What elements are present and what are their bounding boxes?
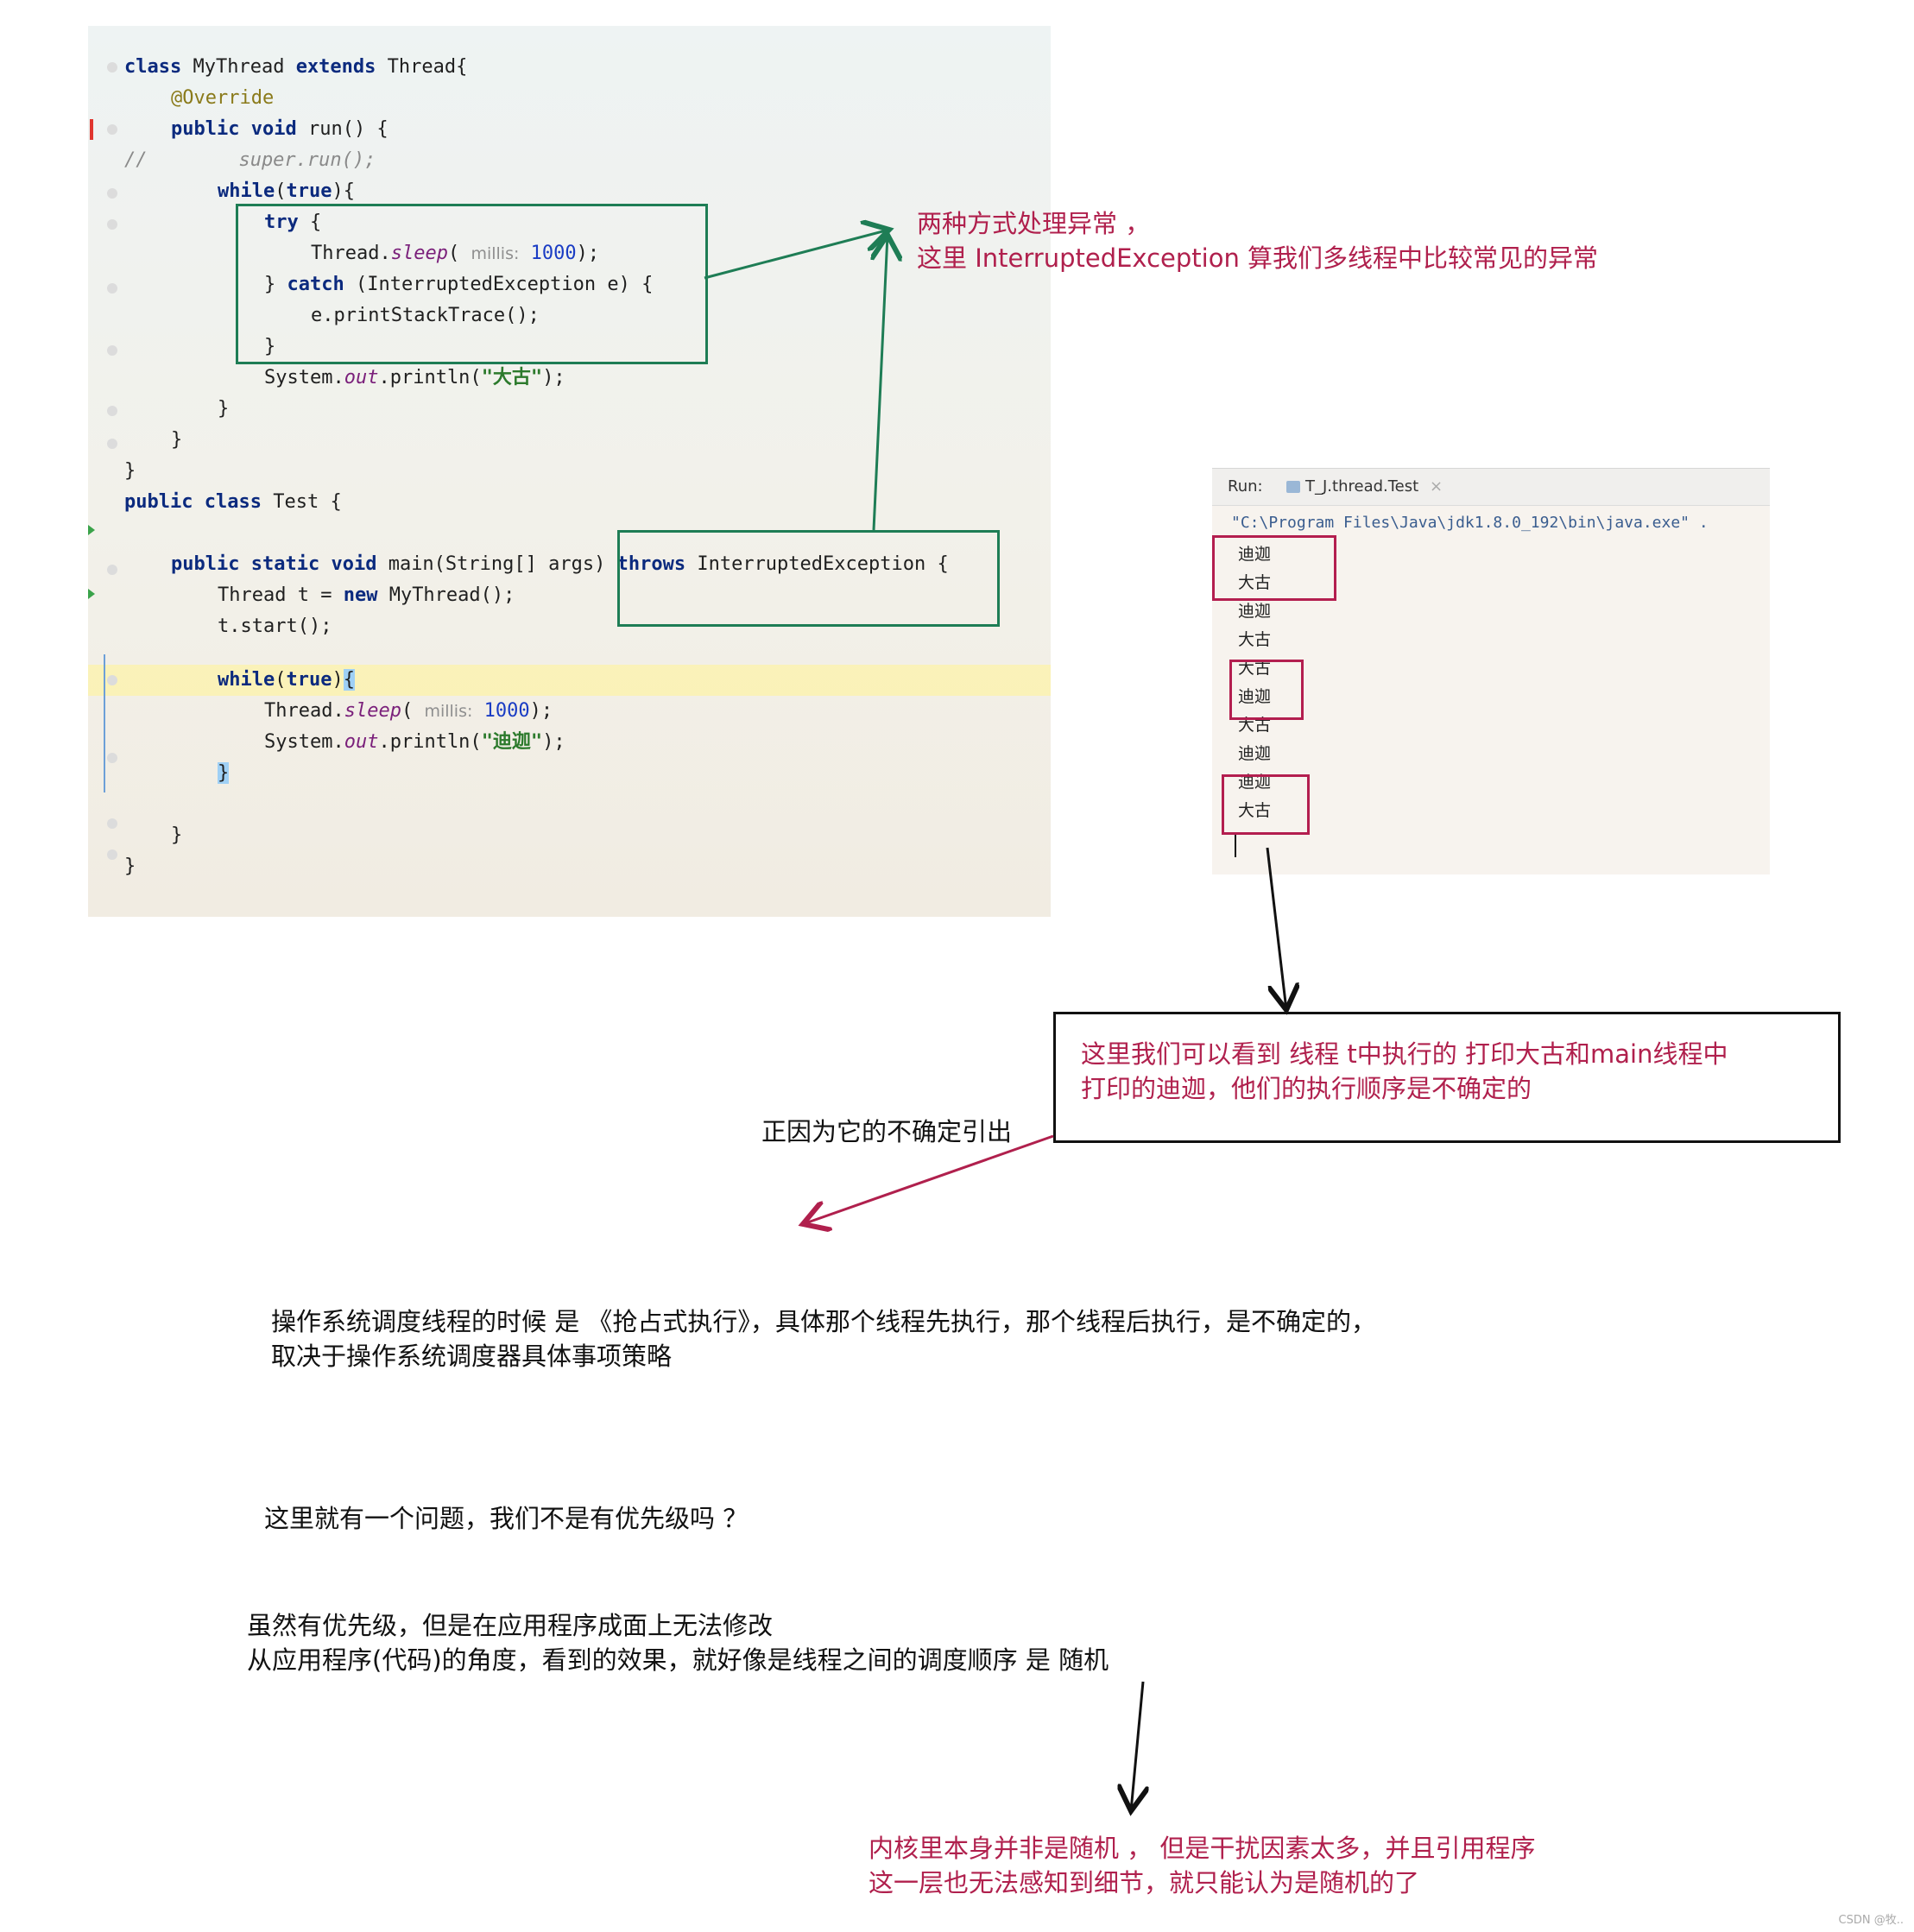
fold-marker-icon[interactable] (107, 406, 117, 416)
output-pair-box-3 (1222, 774, 1310, 835)
code-line-14: } (124, 460, 136, 482)
arrow-output-to-box (1266, 847, 1286, 1010)
run-output-line: 大古 (1238, 630, 1272, 649)
arrow-throws-to-note (874, 235, 888, 531)
output-pair-box-1 (1212, 535, 1336, 601)
question-note: 这里就有一个问题，我们不是有优先级吗 ？ (264, 1504, 749, 1533)
arrow-try-to-note (704, 230, 889, 280)
code-line-7: Thread.sleep( millis: 1000); (311, 243, 600, 264)
run-class-icon[interactable] (88, 525, 95, 535)
fold-marker-icon[interactable] (107, 675, 117, 685)
output-pair-box-2 (1229, 660, 1304, 720)
run-output-line: 迪迦 (1238, 773, 1272, 792)
run-label: Run: (1228, 477, 1263, 496)
exception-note-line1: 两种方式处理异常 ， (917, 209, 1151, 238)
code-line-11: System.out.println("大古"); (264, 367, 565, 388)
priority-note-line1: 虽然有优先级，但是在应用程序成面上无法修改 (247, 1611, 774, 1640)
code-line-23: } (171, 824, 183, 846)
fold-marker-icon[interactable] (107, 818, 117, 829)
code-line-21: System.out.println("迪迦"); (264, 731, 565, 753)
order-note-line2: 打印的迪迦，他们的执行顺序是不确定的 (1081, 1074, 1532, 1103)
order-note-line1: 这里我们可以看到 线程 t中执行的 打印大古和main线程中 (1081, 1039, 1728, 1069)
run-config-icon (1286, 481, 1300, 493)
run-output-line: 大古 (1238, 801, 1272, 820)
code-line-6: try { (264, 212, 322, 233)
run-output-line: 大古 (1238, 573, 1272, 592)
run-output-line: 迪迦 (1238, 545, 1272, 564)
order-note-box (1053, 1012, 1841, 1143)
run-output-line: 迪迦 (1238, 744, 1272, 763)
kernel-note-line2: 这一层也无法感知到细节，就只能认为是随机的了 (869, 1868, 1420, 1897)
run-main-icon[interactable] (88, 589, 95, 599)
arrow-box-to-preempt (803, 1134, 1054, 1224)
code-line-8: } catch (InterruptedException e) { (264, 274, 654, 295)
text-cursor (1235, 835, 1236, 857)
scope-indicator-bar (104, 654, 105, 792)
run-output-line: 大古 (1238, 716, 1272, 735)
fold-marker-icon[interactable] (107, 62, 117, 73)
code-line-1: class MyThread extends Thread{ (124, 56, 468, 78)
run-output-line: 迪迦 (1238, 687, 1272, 706)
kernel-note-line1: 内核里本身并非是随机 ， 但是干扰因素太多，并且引用程序 (869, 1834, 1536, 1863)
run-command: "C:\Program Files\Java\jdk1.8.0_192\bin\… (1231, 514, 1709, 532)
watermark: CSDN @牧.. (1838, 1914, 1904, 1927)
fold-marker-icon[interactable] (107, 565, 117, 575)
code-line-10: } (264, 336, 276, 357)
run-header: Run: T_J.thread.Test × (1212, 469, 1770, 506)
code-line-9: e.printStackTrace(); (311, 305, 540, 326)
override-marker-icon[interactable] (90, 119, 93, 140)
fold-marker-icon[interactable] (107, 188, 117, 199)
fold-marker-icon[interactable] (107, 849, 117, 860)
fold-marker-icon[interactable] (107, 753, 117, 763)
code-line-5: while(true){ (218, 180, 355, 202)
code-line-16: public static void main(String[] args) t… (171, 553, 949, 575)
preempt-note-line1: 操作系统调度线程的时候 是 《抢占式执行》，具体那个线程先执行，那个线程后执行，… (271, 1307, 1376, 1336)
fold-marker-icon[interactable] (107, 439, 117, 449)
fold-marker-icon[interactable] (107, 283, 117, 294)
arrow-random-to-kernel (1131, 1681, 1143, 1811)
code-editor-panel: class MyThread extends Thread{ @Override… (88, 26, 1051, 917)
close-tab-icon[interactable]: × (1430, 477, 1443, 496)
code-line-17: Thread t = new MyThread(); (218, 584, 515, 606)
code-line-4: // super.run(); (124, 149, 376, 171)
code-line-13: } (171, 429, 183, 451)
code-line-19: while(true){ (218, 669, 355, 691)
current-line-highlight (88, 665, 1051, 696)
code-line-22: } (218, 762, 230, 784)
throws-highlight-box (617, 530, 1000, 627)
code-line-20: Thread.sleep( millis: 1000); (264, 700, 553, 722)
run-output-line: 大古 (1238, 659, 1272, 678)
fold-marker-icon[interactable] (107, 124, 117, 135)
run-tab-label[interactable]: T_J.thread.Test (1305, 477, 1419, 496)
preempt-note-line2: 取决于操作系统调度器具体事项策略 (271, 1342, 673, 1371)
priority-note-line2: 从应用程序(代码)的角度，看到的效果，就好像是线程之间的调度顺序 是 随机 (247, 1645, 1109, 1675)
code-line-12: } (218, 398, 230, 420)
code-line-15: public class Test { (124, 491, 342, 513)
code-line-24: } (124, 856, 136, 877)
code-line-2: @Override (171, 87, 275, 109)
try-catch-highlight-box (236, 204, 708, 364)
uncertain-note: 正因为它的不确定引出 (761, 1117, 1013, 1146)
fold-marker-icon[interactable] (107, 219, 117, 230)
exception-note-line2: 这里 InterruptedException 算我们多线程中比较常见的异常 (917, 243, 1599, 273)
run-output-line: 迪迦 (1238, 602, 1272, 621)
code-line-3: public void run() { (171, 118, 388, 140)
fold-marker-icon[interactable] (107, 345, 117, 356)
code-line-18: t.start(); (218, 616, 332, 637)
